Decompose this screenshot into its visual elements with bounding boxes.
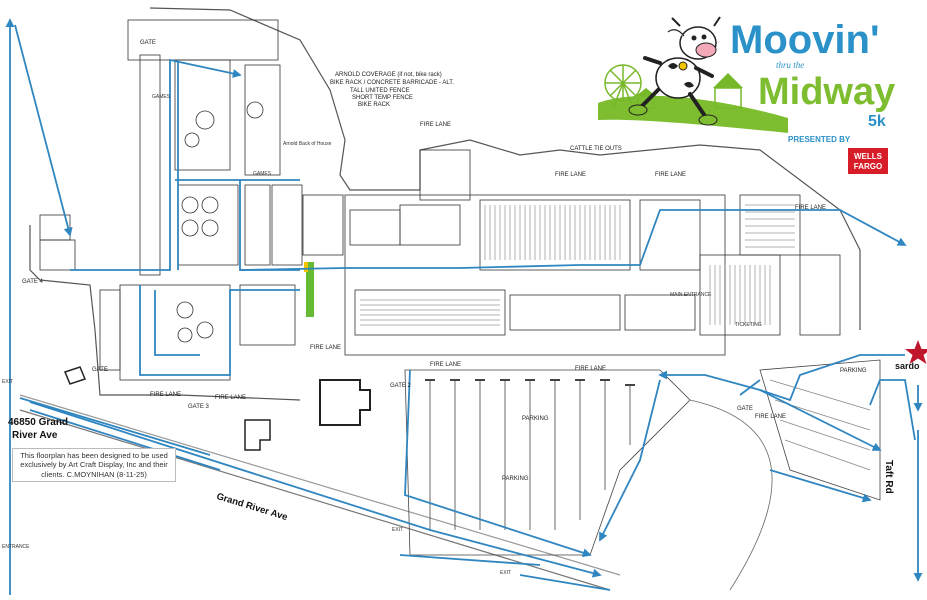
start-star-icon [905, 340, 927, 364]
logo-title-middle: thru the [776, 60, 804, 70]
fire-lane-label-9: FIRE LANE [575, 366, 607, 372]
fire-lane-label-3: FIRE LANE [655, 172, 687, 178]
exit-label-1: EXIT [2, 379, 14, 385]
parking-label-2: PARKING [502, 476, 529, 482]
gate-label-top: GATE [140, 40, 156, 46]
buildings-left [39, 19, 344, 381]
arnold-note-4: SHORT TEMP FENCE [352, 95, 413, 101]
cow-runner-icon [628, 16, 721, 126]
exit-label-2: EXIT [392, 527, 404, 533]
logo-presented-by: PRESENTED BY [788, 135, 851, 144]
entrance-label: ENTRANCE [2, 544, 30, 550]
fire-lane-label-1: FIRE LANE [420, 122, 452, 128]
cattle-tie-outs-label: CATTLE TIE OUTS [570, 146, 622, 152]
exit-label-3: EXIT [500, 570, 512, 576]
gate-4-label: GATE 4 [22, 279, 43, 285]
fire-lane-label-10: FIRE LANE [755, 414, 787, 420]
address-line-1: 46850 Grand [8, 417, 69, 428]
race-route [5, 18, 923, 595]
taft-rd-label: Taft Rd [883, 460, 894, 494]
games-label-2: GAMES [152, 94, 171, 100]
parking-lot [404, 359, 881, 591]
gate-label-mid: GATE [92, 367, 108, 373]
arnold-note-1: ARNOLD COVERAGE (if not, bike rack) [335, 72, 442, 78]
sponsor-line-2: FARGO [854, 162, 882, 171]
ticketing-label: TICKETING [735, 322, 762, 328]
main-entrance-label: MAIN ENTRANCE [670, 292, 712, 298]
yellow-highlight [304, 262, 308, 272]
green-highlight [306, 262, 314, 317]
arnold-note-2: BIKE RACK / CONCRETE BARRICADE - ALT. [330, 80, 454, 86]
parking-label-1: PARKING [522, 416, 549, 422]
parking-label-3: PARKING [840, 368, 867, 374]
logo-title-top: Moovin' [730, 18, 880, 62]
ferris-wheel-icon [604, 64, 642, 109]
sponsor-badge [848, 148, 888, 174]
fire-lane-label-2: FIRE LANE [555, 172, 587, 178]
games-label-1: GAMES [253, 171, 272, 177]
gate-3-label: GATE 3 [188, 404, 209, 410]
logo-distance: 5k [868, 113, 886, 130]
fire-lane-label-7: FIRE LANE [215, 395, 247, 401]
stall-rows [360, 204, 795, 326]
sponsor-line-1: WELLS [854, 152, 883, 161]
gate-2-label: GATE 2 [390, 383, 411, 389]
fire-lane-label-6: FIRE LANE [150, 392, 182, 398]
fire-lane-label-4: FIRE LANE [795, 205, 827, 211]
floorplan-disclaimer: This floorplan has been designed to be u… [12, 448, 176, 483]
small-buildings [63, 366, 371, 451]
fire-lane-label-8: FIRE LANE [430, 362, 462, 368]
property-boundary [19, 7, 861, 591]
arnold-note-5: BIKE RACK [358, 102, 391, 108]
logo-title-bottom: Midway [758, 71, 895, 113]
event-logo: Moovin' thru the Midway 5k PRESENTED BY … [598, 8, 918, 178]
arnold-note-3: TALL UNITED FENCE [350, 88, 410, 94]
arnold-back-house-label: Arnold Back of House [283, 141, 332, 147]
address-line-2: River Ave [12, 430, 58, 441]
gate-label-right: GATE [737, 406, 753, 412]
main-expo-hall [344, 149, 841, 356]
fire-lane-label-5: FIRE LANE [310, 345, 342, 351]
sardo-label: sardo [895, 361, 920, 371]
